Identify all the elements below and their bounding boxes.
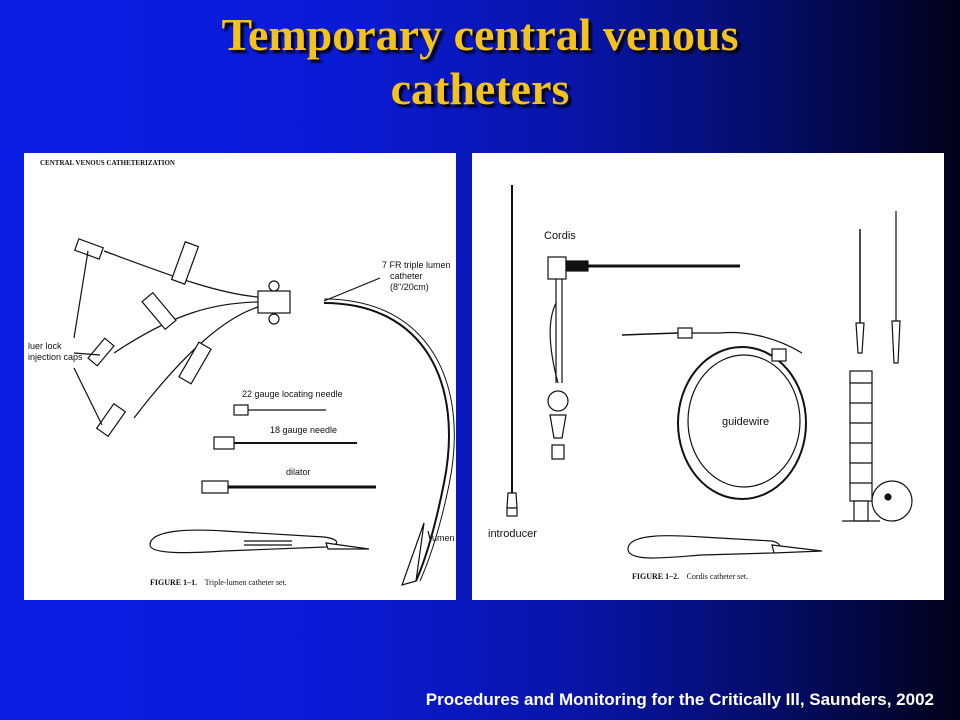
figure-left-caption: FIGURE 1–1. Triple-lumen catheter set. [150,572,287,589]
cordis-illustration: Cordis guidewire introducer FIGURE 1–2. … [488,185,913,583]
label-caps-1: luer lock [28,341,62,351]
label-catheter-2: catheter [390,271,423,281]
figure-cordis-catheter-set: Cordis guidewire introducer FIGURE 1–2. … [472,153,944,600]
caption-right-text: Cordis catheter set. [687,572,749,581]
label-needle-18: 18 gauge needle [270,425,337,435]
label-caps-2: injection caps [28,352,83,362]
caption-left-text: Triple-lumen catheter set. [205,578,287,587]
slide-title: Temporary central venous catheters [0,8,960,116]
caption-left-number: FIGURE 1–1. [150,578,197,587]
label-dilator: dilator [286,467,311,477]
label-catheter-1: 7 FR triple lumen [382,260,451,270]
title-line-1: Temporary central venous [221,9,739,60]
triple-lumen-illustration: CENTRAL VENOUS CATHETERIZATION [28,159,455,589]
figure-right-caption: FIGURE 1–2. Cordis catheter set. [632,566,748,583]
figure-triple-lumen-catheter-set: CENTRAL VENOUS CATHETERIZATION [24,153,456,600]
caption-right-number: FIGURE 1–2. [632,572,679,581]
label-needle-22: 22 gauge locating needle [242,389,343,399]
label-catheter-3: (8"/20cm) [390,282,429,292]
label-lumen: lumen [430,533,455,543]
label-cordis: Cordis [544,230,576,242]
figure-header: CENTRAL VENOUS CATHETERIZATION [40,159,175,167]
label-guidewire: guidewire [722,416,769,428]
source-citation: Procedures and Monitoring for the Critic… [425,690,934,709]
label-introducer: introducer [488,528,537,540]
title-line-2: catheters [390,63,570,114]
